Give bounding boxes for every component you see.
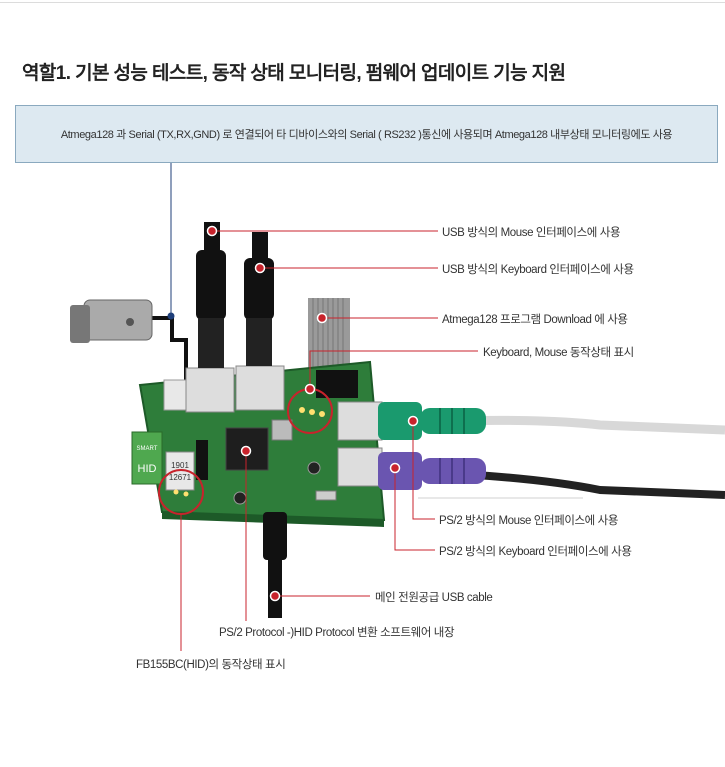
module-label-small: SMART bbox=[137, 446, 158, 452]
callout-lines bbox=[180, 230, 478, 651]
callout-fb155-status: FB155BC(HID)의 동작상태 표시 bbox=[136, 659, 286, 671]
mini-usb-port bbox=[315, 490, 337, 501]
ps2-keyboard-plug bbox=[378, 452, 486, 490]
info-box-text: Atmega128 과 Serial (TX,RX,GND) 로 연결되어 타 … bbox=[60, 129, 673, 141]
callout-ps2-mouse: PS/2 방식의 Mouse 인터페이스에 사용 bbox=[439, 515, 619, 527]
callout-dots bbox=[206, 225, 419, 602]
ps2-mouse-plug bbox=[378, 402, 486, 440]
mode-button bbox=[307, 461, 321, 475]
crystal bbox=[271, 419, 293, 441]
atmega-chip bbox=[225, 427, 269, 471]
callout-usb-mouse: USB 방식의 Mouse 인터페이스에 사용 bbox=[442, 227, 621, 239]
hid-module bbox=[131, 431, 163, 485]
usb-ports bbox=[185, 365, 285, 413]
module-label: HID bbox=[138, 463, 157, 475]
reset-button bbox=[233, 491, 247, 505]
usb-mouse-plug bbox=[196, 222, 226, 368]
serial-db9-connector bbox=[70, 299, 188, 380]
usb-power-cable bbox=[263, 512, 287, 618]
page-title: 역할1. 기본 성능 테스트, 동작 상태 모니터링, 펌웨어 업데이트 기능 … bbox=[22, 63, 566, 84]
pin-header bbox=[196, 440, 208, 480]
info-box: Atmega128 과 Serial (TX,RX,GND) 로 연결되어 타 … bbox=[15, 105, 718, 163]
usb-keyboard-plug bbox=[244, 232, 274, 366]
callout-usb-keyboard: USB 방식의 Keyboard 인터페이스에 사용 bbox=[442, 264, 634, 276]
ps2-sockets bbox=[337, 401, 383, 487]
callout-status-led: Keyboard, Mouse 동작상태 표시 bbox=[483, 347, 634, 359]
serial-header bbox=[163, 379, 189, 411]
chip-label-1: 1901 bbox=[171, 461, 189, 470]
callout-protocol: PS/2 Protocol -)HID Protocol 변환 소프트웨어 내장 bbox=[219, 627, 455, 639]
top-divider bbox=[0, 2, 725, 3]
callout-download: Atmega128 프로그램 Download 에 사용 bbox=[442, 314, 628, 326]
chip-label-2: 12671 bbox=[169, 473, 192, 482]
callout-ps2-keyboard: PS/2 방식의 Keyboard 인터페이스에 사용 bbox=[439, 546, 632, 558]
callout-usb-power: 메인 전원공급 USB cable bbox=[375, 592, 493, 604]
